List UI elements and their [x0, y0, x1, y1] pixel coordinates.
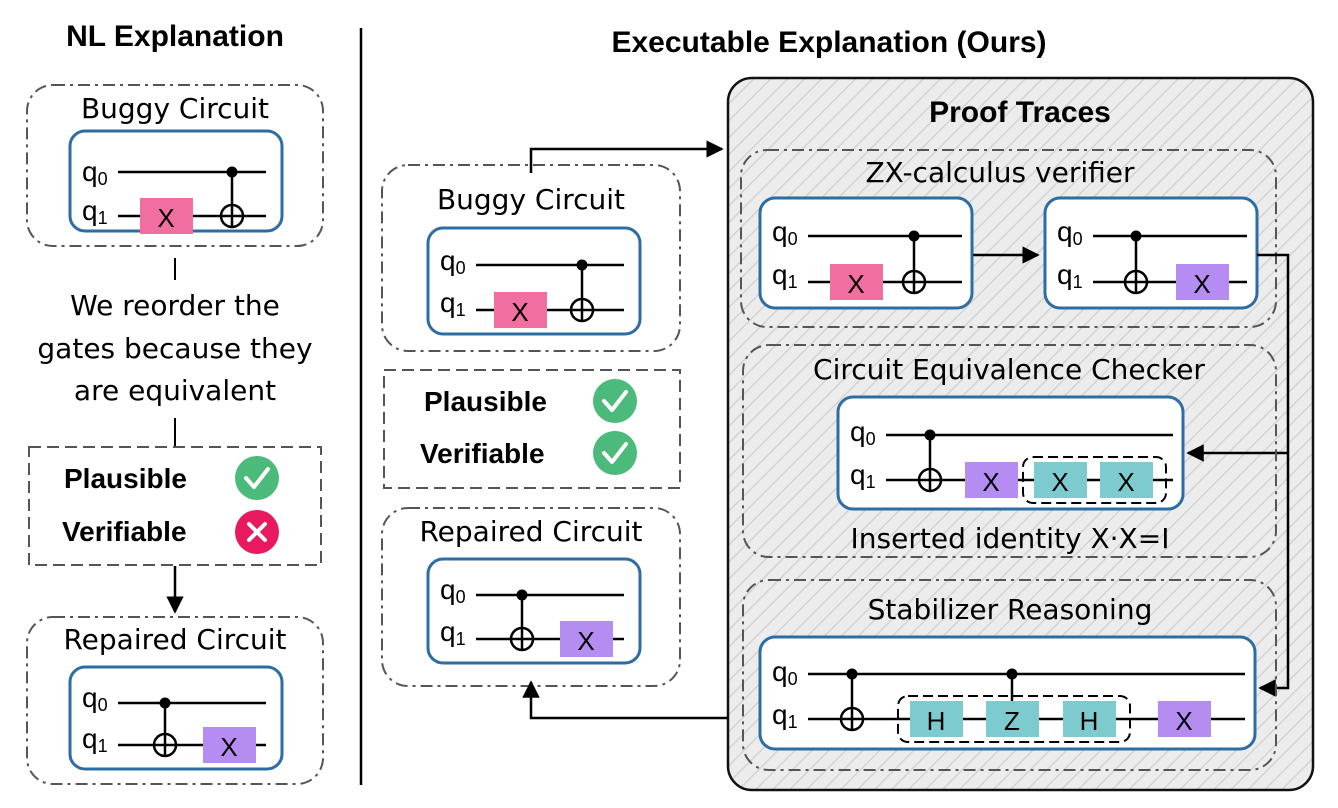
q1-label: q1 — [82, 723, 108, 756]
cnot-target — [917, 467, 943, 493]
cnot-target — [152, 732, 178, 758]
circuit-box — [426, 226, 642, 336]
left-buggy-title: Buggy Circuit — [81, 92, 269, 125]
x-gate-label: X — [511, 297, 528, 327]
circuit-box — [758, 196, 974, 310]
identity-x-gate-2 — [1100, 462, 1153, 498]
left-repaired-title: Repaired Circuit — [63, 623, 286, 656]
q0-label: q0 — [1057, 216, 1083, 249]
x-gate-label: X — [1193, 269, 1210, 299]
mid-buggy-title: Buggy Circuit — [437, 183, 625, 216]
hzh-group — [897, 695, 1131, 743]
explanation-line-1: We reorder the — [70, 289, 280, 322]
mid-buggy-container — [381, 164, 681, 352]
q0-label: q0 — [850, 416, 876, 449]
executable-explanation-title: Executable Explanation (Ours) — [611, 26, 1046, 59]
h-gate-1-label: H — [927, 706, 946, 736]
q0-label: q0 — [82, 156, 108, 189]
mid-repaired-title: Repaired Circuit — [419, 515, 642, 548]
cnot-target — [901, 269, 927, 295]
mid-verifiable-label: Verifiable — [420, 438, 545, 469]
zx-verifier-title: ZX-calculus verifier — [865, 156, 1135, 189]
q1-label: q1 — [772, 699, 798, 732]
q0-label: q0 — [772, 656, 798, 689]
q0-label: q0 — [772, 216, 798, 249]
proof-traces-title: Proof Traces — [929, 96, 1111, 129]
q1-label: q1 — [850, 459, 876, 492]
arrow-to-stabilizer — [1257, 253, 1290, 697]
z-gate-label: Z — [1004, 706, 1020, 736]
q1-label: q1 — [82, 195, 108, 228]
identity-group — [1022, 456, 1167, 504]
left-buggy-circuit: q0 q1 X — [68, 129, 284, 234]
x-gate-label: X — [847, 269, 864, 299]
x-gate — [1158, 701, 1211, 737]
cross-circle-icon — [235, 510, 279, 554]
check-circle-icon — [593, 431, 637, 475]
h-gate-2-label: H — [1080, 706, 1099, 736]
cnot-target — [219, 203, 245, 229]
circuit-box — [758, 635, 1257, 751]
q1-label: q1 — [1057, 259, 1083, 292]
zx-circuit-before: q0 q1 X — [758, 196, 974, 310]
h-gate-1 — [910, 701, 963, 737]
x-gate-label: X — [577, 626, 594, 656]
nl-explanation-title: NL Explanation — [66, 20, 284, 53]
cnot-target — [569, 297, 595, 323]
identity-x-gate-2-label: X — [1117, 467, 1134, 497]
x-gate — [494, 292, 547, 328]
arrow-to-proof-traces — [529, 140, 724, 173]
equivalence-circuit: q0 q1 X X X — [836, 395, 1185, 511]
x-gate-label: X — [157, 203, 174, 233]
mid-repaired-circuit: q0 q1 X — [426, 557, 642, 665]
h-gate-2 — [1063, 701, 1116, 737]
equivalence-checker-section — [742, 344, 1277, 558]
arrow-to-repaired-circuit — [522, 680, 728, 720]
check-circle-icon — [593, 379, 637, 423]
z-gate — [986, 701, 1039, 737]
x-gate — [830, 264, 883, 300]
left-repaired-circuit: q0 q1 X — [68, 665, 284, 771]
left-verifiable-label: Verifiable — [62, 516, 187, 547]
cnot-target — [839, 706, 865, 732]
identity-x-gate-1-label: X — [1051, 467, 1068, 497]
q1-label: q1 — [440, 616, 466, 649]
x-gate — [203, 727, 256, 763]
left-buggy-container — [26, 84, 324, 247]
equivalence-caption: Inserted identity X·X=I — [851, 522, 1170, 555]
q0-label: q0 — [82, 682, 108, 715]
explanation-line-3: are equivalent — [74, 374, 276, 407]
q0-label: q0 — [440, 574, 466, 607]
check-circle-icon — [235, 456, 279, 500]
x-gate — [965, 462, 1018, 498]
zx-circuit-after: q0 q1 X — [1043, 196, 1259, 310]
x-gate-label: X — [982, 467, 999, 497]
cnot-target — [509, 626, 535, 652]
stabilizer-title: Stabilizer Reasoning — [868, 593, 1153, 626]
left-assessment-box — [28, 446, 322, 566]
mid-assessment-box — [383, 369, 681, 489]
mid-buggy-circuit: q0 q1 X — [426, 226, 642, 336]
q1-label: q1 — [440, 287, 466, 320]
equivalence-checker-title: Circuit Equivalence Checker — [813, 353, 1205, 386]
x-gate — [560, 621, 613, 657]
x-gate — [140, 198, 193, 234]
zx-verifier-section — [740, 149, 1277, 328]
explanation-line-2: gates because they — [37, 332, 312, 365]
cnot-target — [1123, 269, 1149, 295]
q1-label: q1 — [772, 259, 798, 292]
stabilizer-circuit: q0 q1 H Z H X — [758, 635, 1257, 751]
x-gate-label: X — [1175, 706, 1192, 736]
x-gate — [1176, 264, 1229, 300]
left-repaired-container — [26, 616, 324, 785]
x-gate-label: X — [220, 732, 237, 762]
mid-plausible-label: Plausible — [424, 386, 547, 417]
q0-label: q0 — [440, 245, 466, 278]
identity-x-gate-1 — [1034, 462, 1087, 498]
left-plausible-label: Plausible — [64, 463, 187, 494]
